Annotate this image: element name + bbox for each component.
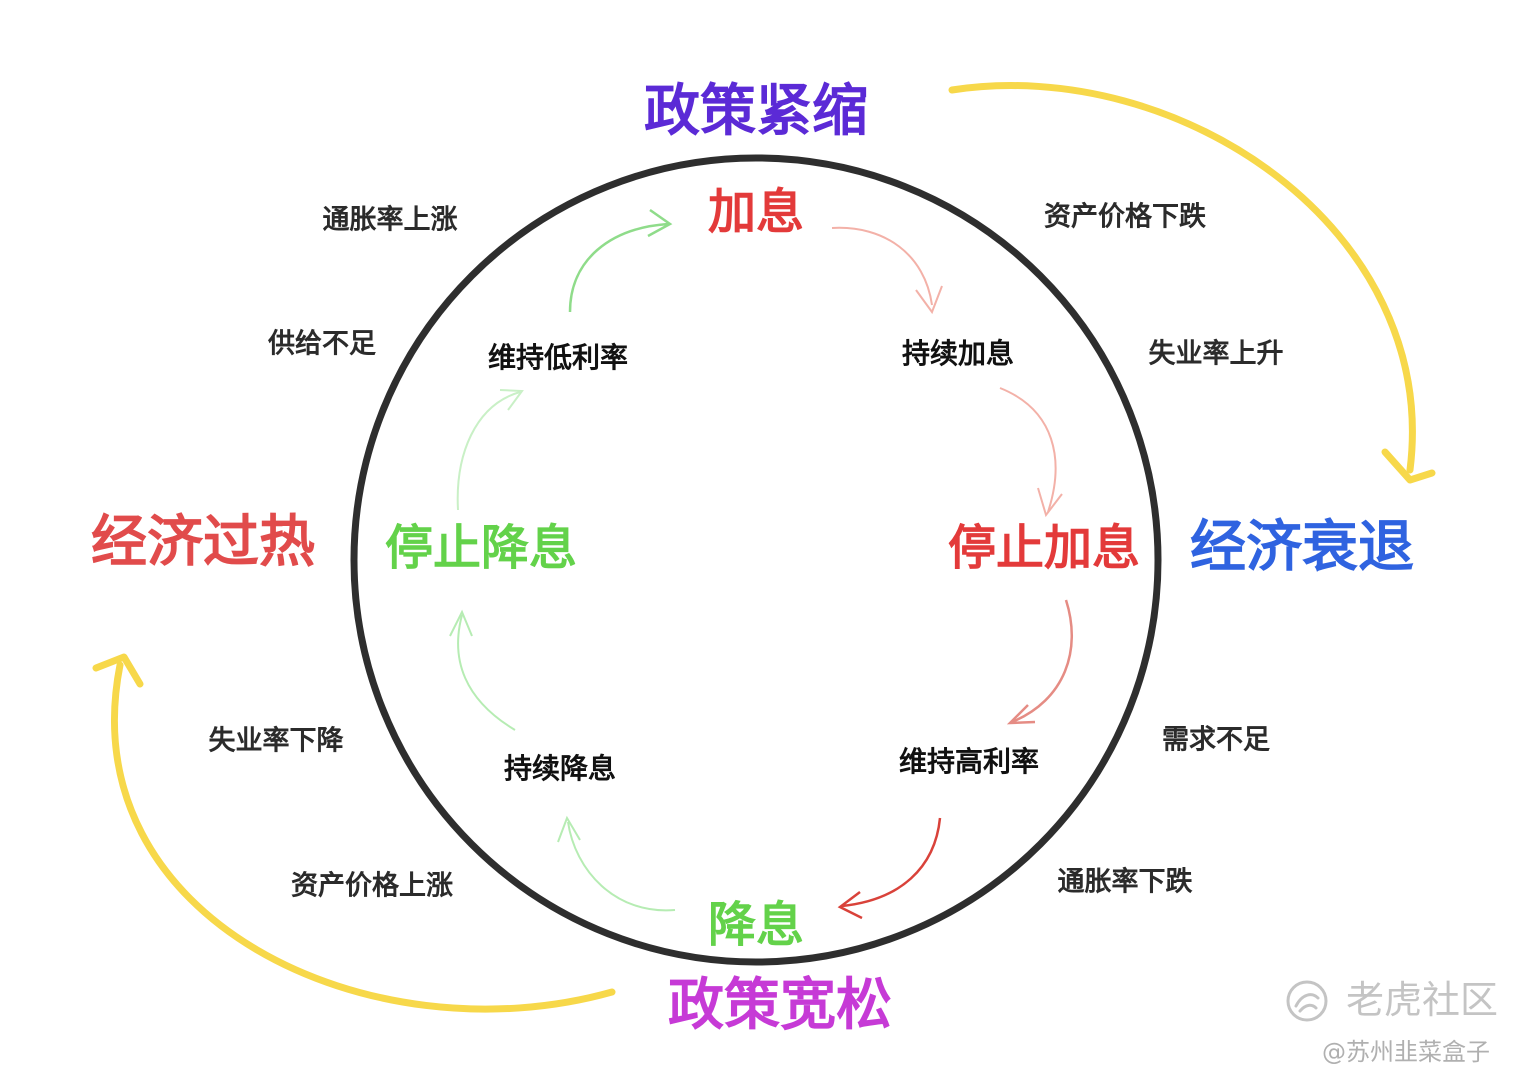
- phase-hike-label: 加息: [707, 184, 805, 240]
- step-keep-cutting-label: 持续降息: [503, 752, 617, 785]
- green-arrow-stop-cut-to-hold-low: [456, 389, 524, 511]
- phase-stop-hike-label: 停止加息: [947, 520, 1141, 576]
- step-hold-low-label: 维持低利率: [487, 341, 629, 374]
- watermark-logo-text: 老虎社区: [1345, 978, 1499, 1022]
- red-arrow-hike-to-keep-hiking: [831, 226, 943, 315]
- condition-asset-prices-rising: 资产价格上涨: [291, 870, 453, 902]
- condition-asset-prices-falling: 资产价格下跌: [1044, 201, 1206, 233]
- yellow-arrow-easing-to-overheat: [92, 653, 616, 1013]
- economy-overheat-label: 经济过热: [91, 510, 315, 575]
- policy-easing-label: 政策宽松: [668, 973, 892, 1038]
- red-arrow-hold-high-to-cut: [837, 817, 942, 920]
- yellow-arrow-tightening-to-recession: [948, 82, 1436, 484]
- condition-unemployment-falling: 失业率下降: [208, 725, 344, 757]
- red-arrow-stop-hike-to-hold-high: [1006, 599, 1074, 725]
- phase-cut-label: 降息: [707, 897, 805, 953]
- economy-recession-label: 经济衰退: [1190, 515, 1414, 580]
- condition-unemployment-rising: 失业率上升: [1148, 338, 1284, 370]
- policy-tightening-label: 政策紧缩: [644, 79, 868, 144]
- condition-supply-shortage: 供给不足: [268, 328, 376, 360]
- green-arrow-hold-low-to-hike: [568, 208, 673, 313]
- cycle-circle: [350, 154, 1162, 966]
- condition-inflation-falling: 通胀率下跌: [1057, 866, 1193, 898]
- red-arrow-keep-hiking-to-stop-hike: [999, 387, 1063, 518]
- step-hold-high-label: 维持高利率: [898, 745, 1040, 778]
- step-keep-hiking-label: 持续加息: [901, 337, 1015, 370]
- condition-inflation-rising: 通胀率上涨: [322, 204, 458, 236]
- tiger-logo-icon: [1286, 980, 1328, 1022]
- green-arrow-keep-cutting-to-stop-cut: [449, 609, 516, 731]
- condition-demand-shortage: 需求不足: [1162, 724, 1270, 756]
- green-arrow-cut-to-keep-cutting: [557, 815, 676, 912]
- phase-stop-cut-label: 停止降息: [384, 520, 578, 576]
- watermark-user: @苏州韭菜盒子: [1322, 1038, 1490, 1066]
